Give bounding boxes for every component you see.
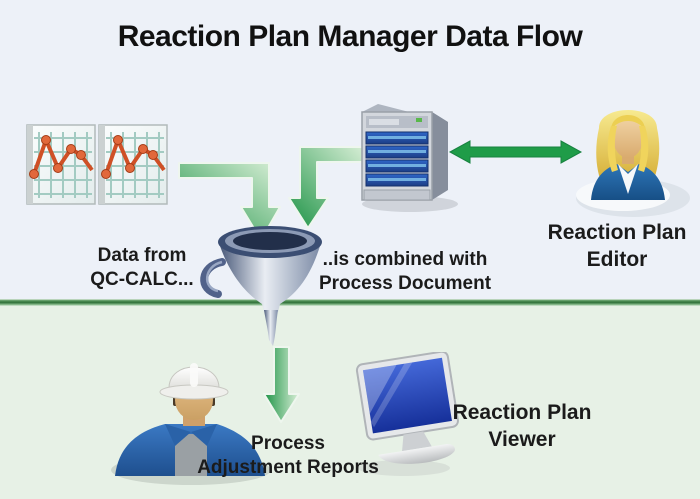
process-document-label: ..is combined with Process Document [318, 249, 492, 295]
worker-hardhat-icon [111, 363, 271, 485]
line-charts-icon [26, 123, 169, 206]
section-divider [0, 299, 700, 306]
chart-panel-left [26, 123, 97, 206]
server-icon [361, 104, 458, 212]
funnel-icon [200, 226, 322, 346]
businesswoman-icon [576, 110, 690, 217]
monitor-icon [355, 352, 459, 476]
viewer-label: Reaction Plan Viewer [452, 401, 592, 451]
qc-calc-label: Data from QC-CALC... [90, 245, 194, 291]
funnel-to-reports-arrow [263, 346, 300, 423]
server-editor-arrow [448, 140, 583, 164]
editor-label: Reaction Plan Editor [547, 221, 687, 271]
reports-label: Process Adjustment Reports [197, 433, 379, 479]
charts-to-funnel-arrow [178, 162, 281, 241]
chart-panel-right [97, 123, 169, 206]
page-title: Reaction Plan Manager Data Flow [117, 20, 583, 53]
